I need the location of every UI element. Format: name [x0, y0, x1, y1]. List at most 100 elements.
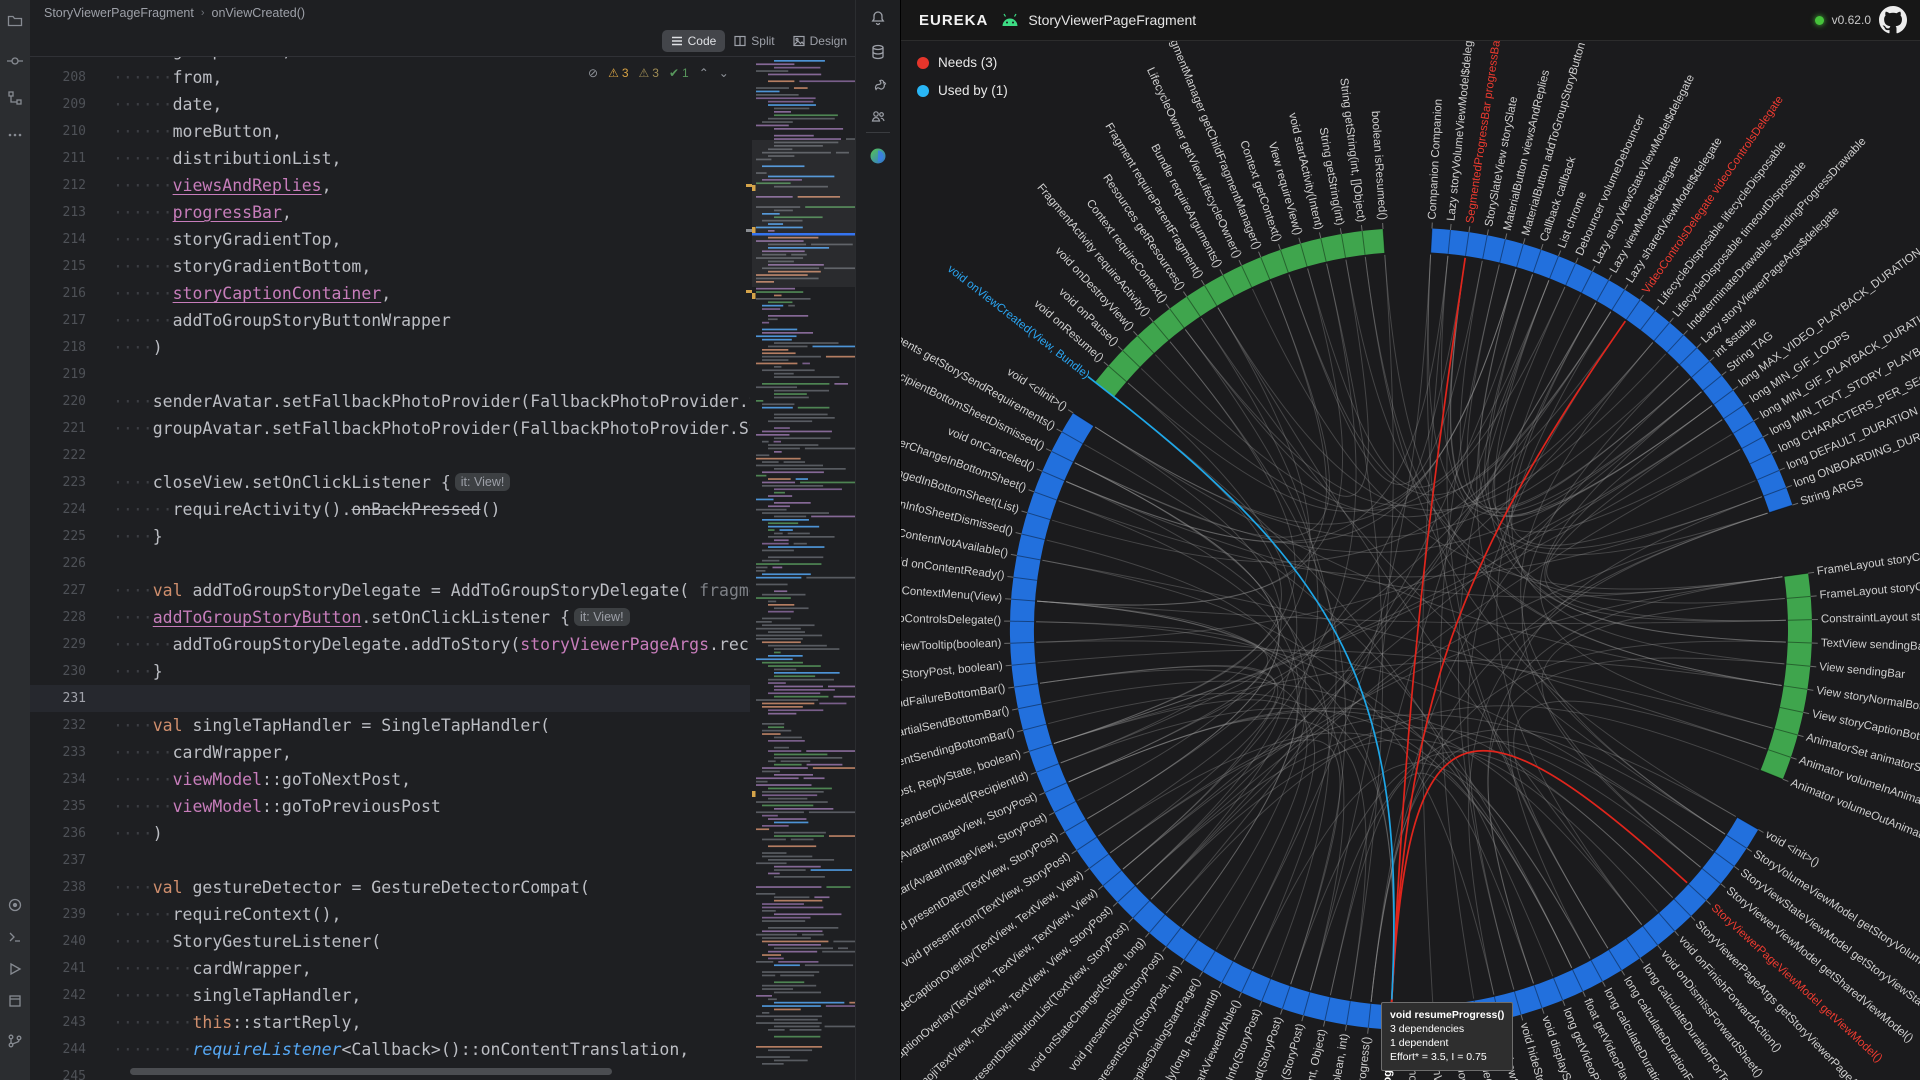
code-line[interactable]: 216······storyCaptionContainer, [30, 280, 750, 307]
used-by-label: Used by (1) [938, 83, 1008, 98]
folder-icon[interactable] [0, 8, 30, 34]
code-line[interactable]: 238····val gestureDetector = GestureDete… [30, 874, 750, 901]
graph-node-label[interactable]: void showPreviewTooltip(boolean) [901, 638, 1002, 656]
code-line[interactable]: 218····) [30, 334, 750, 361]
code-line[interactable]: 231 [30, 685, 750, 712]
code-line[interactable]: 219 [30, 361, 750, 388]
no-highlights-icon[interactable]: ⊘ [588, 66, 599, 80]
graph-node-label[interactable]: TextView sendingBarText [1821, 637, 1920, 653]
more-icon[interactable] [0, 122, 30, 148]
line-number: 240 [62, 934, 86, 949]
graph-legend: Needs (3) Used by (1) [917, 55, 1008, 111]
code-line[interactable]: 240······StoryGestureListener( [30, 928, 750, 955]
tooltip-effort: Effort* = 3.5, I = 0.75 [1390, 1051, 1487, 1063]
code-line[interactable]: 227····val addToGroupStoryDelegate = Add… [30, 577, 750, 604]
commit-icon[interactable] [0, 48, 30, 74]
graph-node-label[interactable]: void pauseProgress() [1350, 1036, 1374, 1080]
weak-warning-badge[interactable]: ⚠3 [638, 66, 659, 80]
code-line[interactable]: 210······moreButton, [30, 118, 750, 145]
eureka-subtitle: StoryViewerPageFragment [1028, 12, 1197, 28]
code-line[interactable]: 232····val singleTapHandler = SingleTapH… [30, 712, 750, 739]
code-line[interactable]: 224······requireActivity().onBackPressed… [30, 496, 750, 523]
git-branch-icon[interactable] [0, 1028, 30, 1054]
structure-icon[interactable] [0, 85, 30, 111]
breadcrumb-class[interactable]: StoryViewerPageFragment [44, 6, 194, 20]
code-line[interactable]: 228····addToGroupStoryButton.setOnClickL… [30, 604, 750, 631]
code-line[interactable]: 236····) [30, 820, 750, 847]
graph-node-label[interactable]: void onViewCreated(View, Bundle) [945, 263, 1092, 381]
code-editor[interactable]: 207······groupAvatar,208······from,209··… [30, 50, 750, 1080]
code-line[interactable]: 239······requireContext(), [30, 901, 750, 928]
gradle-icon[interactable] [856, 70, 900, 98]
legend-needs[interactable]: Needs (3) [917, 55, 1008, 70]
tab-code-view[interactable]: Code [661, 30, 726, 52]
code-line[interactable]: 243········this::startReply, [30, 1009, 750, 1036]
code-line[interactable]: 229······addToGroupStoryDelegate.addToSt… [30, 631, 750, 658]
code-line[interactable]: 221····groupAvatar.setFallbackPhotoProvi… [30, 415, 750, 442]
graph-node-label[interactable]: ConstraintLayout storyCrossfadeContainer [1821, 609, 1920, 626]
code-line[interactable]: 212······viewsAndReplies, [30, 172, 750, 199]
bell-icon[interactable] [856, 4, 900, 32]
code-line[interactable]: 234······viewModel::goToNextPost, [30, 766, 750, 793]
code-line[interactable]: 230····} [30, 658, 750, 685]
run-icon[interactable] [0, 956, 30, 982]
eureka-header: EUREKA StoryViewerPageFragment v0.62.0 [901, 0, 1920, 41]
line-number: 237 [62, 853, 86, 868]
horizontal-scrollbar[interactable] [130, 1068, 612, 1075]
terminal-icon[interactable] [0, 924, 30, 950]
minimap[interactable] [752, 56, 900, 1080]
code-line[interactable]: 220····senderAvatar.setFallbackPhotoProv… [30, 388, 750, 415]
line-number: 209 [62, 97, 86, 112]
code-line[interactable]: 226 [30, 550, 750, 577]
line-number: 244 [62, 1042, 86, 1057]
tab-design-view[interactable]: Design [784, 30, 856, 52]
code-line[interactable]: 223····closeView.setOnClickListener {it:… [30, 469, 750, 496]
code-line[interactable]: 211······distributionList, [30, 145, 750, 172]
package-icon[interactable] [0, 988, 30, 1014]
line-number: 221 [62, 421, 86, 436]
code-line[interactable]: 214······storyGradientTop, [30, 226, 750, 253]
breadcrumb-method[interactable]: onViewCreated() [211, 6, 306, 20]
graph-node-label[interactable]: void onPrepareContextMenu(View) [901, 579, 1003, 604]
code-line[interactable]: 225····} [30, 523, 750, 550]
tab-split-view[interactable]: Split [725, 30, 783, 52]
code-line[interactable]: 235······viewModel::goToPreviousPost [30, 793, 750, 820]
graph-node-label[interactable]: Companion Companion [1427, 99, 1445, 220]
graph-node-label[interactable]: FrameLayout storyContentContainer [1819, 574, 1920, 601]
graph-node-label[interactable]: boolean isResumed() [1369, 111, 1389, 221]
code-line[interactable]: 245 [30, 1063, 750, 1080]
line-number: 208 [62, 70, 86, 85]
success-badge[interactable]: ✔1 [668, 66, 689, 80]
line-number: 224 [62, 502, 86, 517]
error-stripe[interactable] [746, 56, 752, 1080]
target-icon[interactable] [0, 892, 30, 918]
line-number: 210 [62, 124, 86, 139]
code-line[interactable]: 241········cardWrapper, [30, 955, 750, 982]
collaborators-icon[interactable] [856, 102, 900, 130]
code-line[interactable]: 233······cardWrapper, [30, 739, 750, 766]
github-icon[interactable] [1879, 6, 1907, 34]
code-line[interactable]: 237 [30, 847, 750, 874]
graph-node-label[interactable]: FrameLayout storyCaptionContainer [1816, 540, 1920, 578]
database-icon[interactable] [856, 38, 900, 66]
code-line[interactable]: 242········singleTapHandler, [30, 982, 750, 1009]
graph-node-label[interactable]: View sendingBar [1819, 661, 1906, 681]
code-line[interactable]: 217······addToGroupStoryButtonWrapper [30, 307, 750, 334]
legend-used-by[interactable]: Used by (1) [917, 83, 1008, 98]
warning-badge[interactable]: ⚠3 [608, 66, 629, 80]
code-line[interactable]: 222 [30, 442, 750, 469]
prev-problem-icon[interactable]: ⌃ [698, 66, 709, 80]
graph-node-label[interactable]: void onContentReady() [901, 555, 1005, 582]
code-line[interactable]: 213······progressBar, [30, 199, 750, 226]
code-line[interactable]: 244········requireListener<Callback>()::… [30, 1036, 750, 1063]
code-line[interactable]: 208······from, [30, 64, 750, 91]
tool-window-strip [855, 0, 900, 1080]
code-line[interactable]: 209······date, [30, 91, 750, 118]
line-number: 232 [62, 718, 86, 733]
plugin-icon[interactable] [856, 142, 900, 170]
graph-node-label[interactable]: VideoControlsDelegate requireVideoContro… [901, 610, 1001, 627]
code-line[interactable]: 215······storyGradientBottom, [30, 253, 750, 280]
next-problem-icon[interactable]: ⌄ [718, 66, 729, 80]
